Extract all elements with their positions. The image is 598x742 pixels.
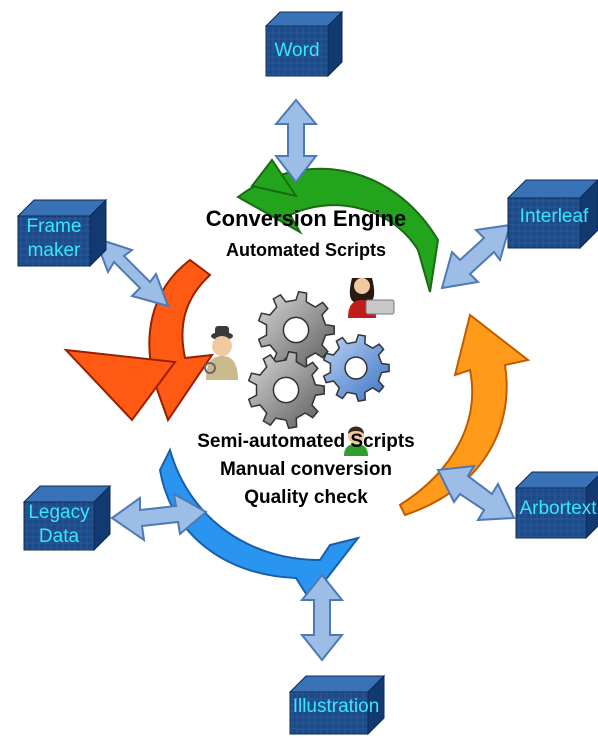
arbortext-connector-arrow	[436, 464, 516, 522]
gear-icon	[257, 290, 335, 370]
worker-laptop-icon	[348, 278, 395, 318]
interleaf-label: Interleaf	[520, 206, 589, 227]
engine-subtitle: Automated Scripts	[226, 240, 386, 260]
illustration-label: Illustration	[293, 696, 380, 717]
legacy-label: Data	[39, 526, 80, 547]
word-label: Word	[274, 40, 319, 61]
arbortext-label: Arbortext	[519, 498, 597, 519]
engine-title: Conversion Engine	[206, 206, 406, 231]
interleaf-connector-arrow	[440, 223, 512, 290]
connector-arrows	[93, 98, 516, 662]
worker-green-icon	[344, 426, 368, 456]
framemaker-label: maker	[28, 240, 81, 261]
framemaker-label: Frame	[27, 216, 82, 237]
interleaf-node: Interleaf	[506, 179, 598, 250]
legacy-connector-arrow	[110, 492, 208, 543]
gears-illustration	[247, 290, 390, 430]
worker-detective-icon	[204, 326, 238, 380]
process-line-2: Manual conversion	[220, 459, 392, 480]
illustration-node: Illustration	[288, 674, 386, 736]
framemaker-connector-arrow	[93, 236, 170, 308]
arbortext-node: Arbortext	[514, 471, 598, 540]
center-text: Conversion Engine Automated Scripts Semi…	[197, 206, 415, 508]
illustration-connector-arrow	[299, 573, 345, 662]
framemaker-node: Frame maker	[16, 198, 108, 268]
word-connector-arrow	[273, 98, 319, 184]
process-line-3: Quality check	[244, 487, 368, 508]
process-line-1: Semi-automated Scripts	[197, 431, 415, 452]
gear-icon	[322, 333, 390, 403]
gear-icon	[247, 350, 325, 430]
word-node: Word	[264, 10, 344, 78]
legacy-label: Legacy	[28, 502, 90, 523]
